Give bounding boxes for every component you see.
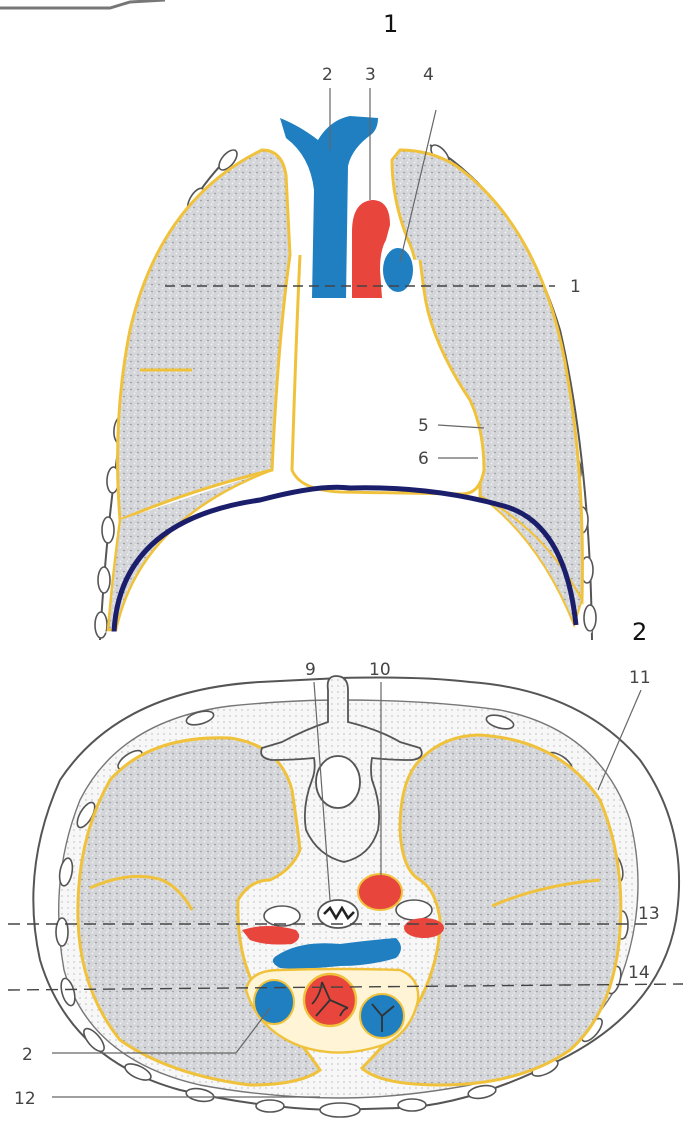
label-12: 12 [14, 1089, 36, 1109]
label-9: 9 [305, 660, 316, 680]
label-10: 10 [369, 660, 391, 680]
label-2-transverse: 2 [22, 1045, 33, 1065]
label-2: 2 [322, 65, 333, 85]
label-11: 11 [629, 668, 651, 688]
label-13: 13 [638, 904, 660, 924]
label-14: 14 [628, 963, 650, 983]
figure-1-number: 1 [383, 10, 398, 38]
right-lung [118, 150, 290, 520]
right-main-bronchus [264, 906, 300, 926]
cropped-fragment [0, 0, 165, 8]
label-6: 6 [418, 449, 429, 469]
superior-vena-cava-transverse [254, 980, 294, 1024]
figure-2: 2 [8, 618, 683, 1117]
label-4: 4 [423, 65, 434, 85]
left-pulmonary-artery [404, 918, 444, 938]
label-1: 1 [570, 277, 581, 297]
left-main-bronchus [396, 900, 432, 920]
label-5: 5 [418, 416, 429, 436]
figure-2-number: 2 [632, 618, 647, 646]
label-3: 3 [365, 65, 376, 85]
figure-1: 1 [0, 0, 596, 640]
descending-aorta [358, 874, 402, 910]
